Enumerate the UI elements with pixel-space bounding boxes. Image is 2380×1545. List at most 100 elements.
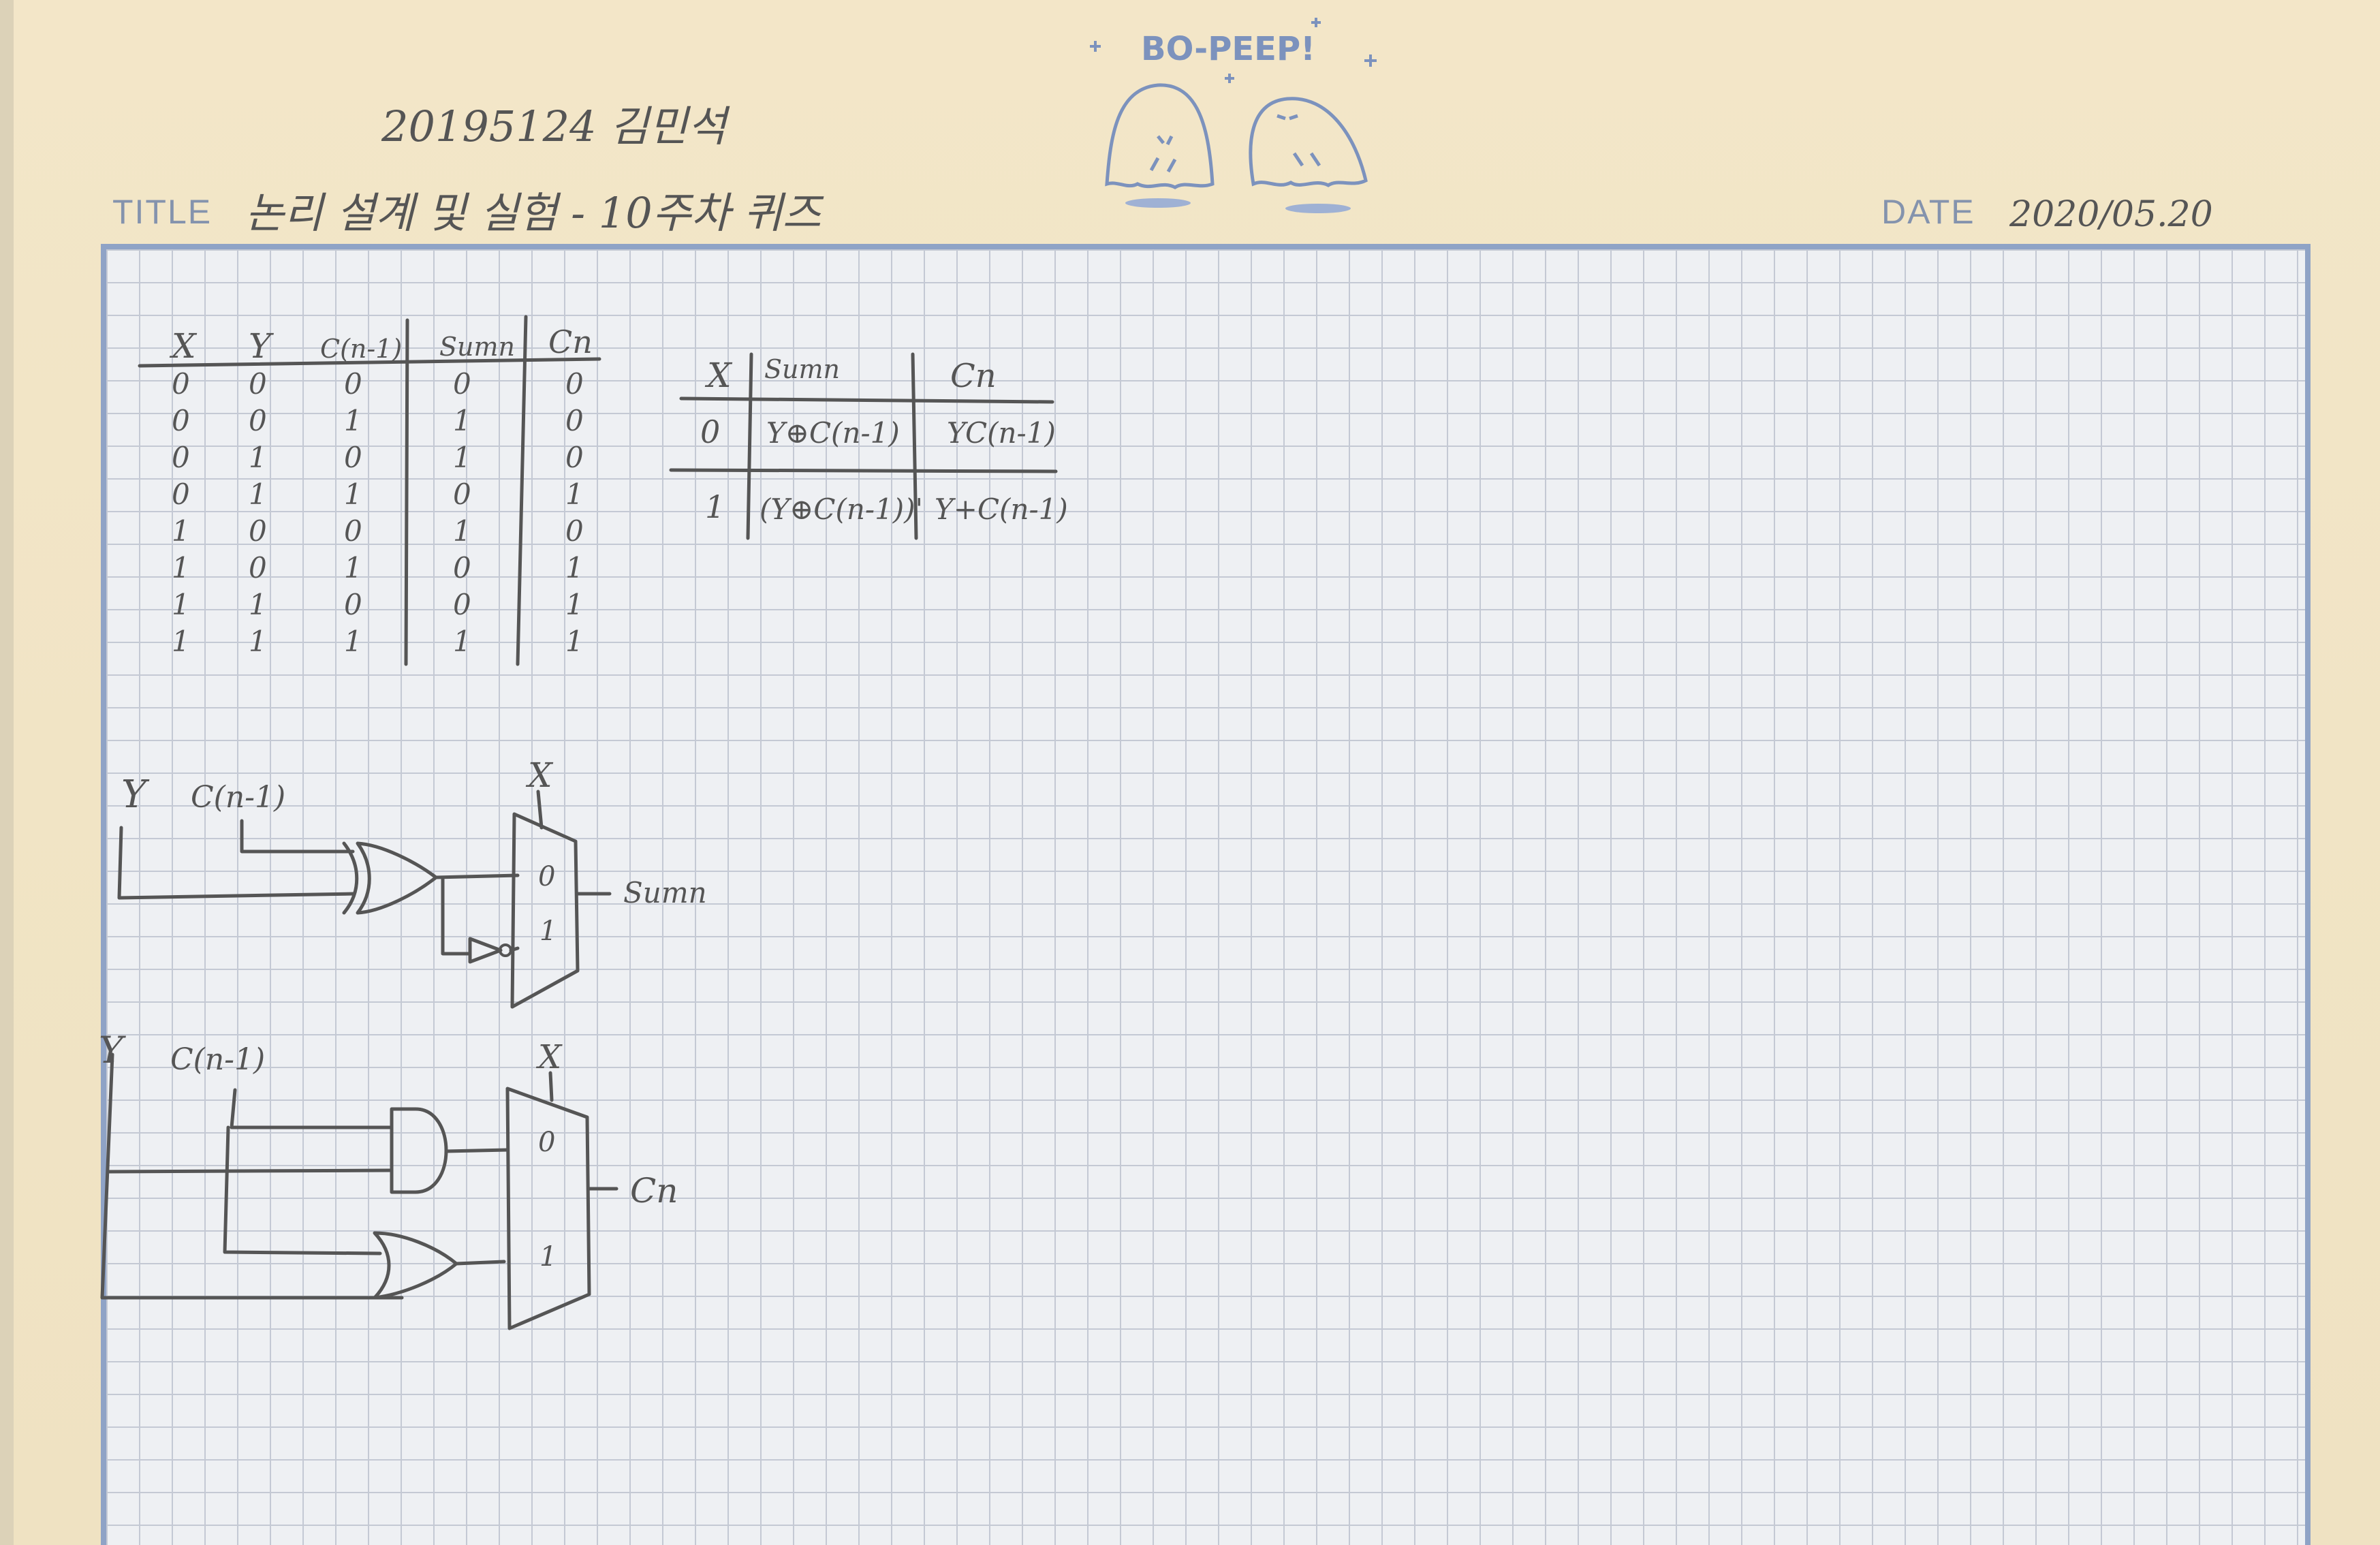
- carry-mux-in0: 0: [538, 1127, 555, 1158]
- truth-cell: 0: [172, 441, 190, 474]
- carry-output: Cn: [630, 1171, 678, 1211]
- truth-cell: 0: [565, 404, 584, 437]
- expr-cell: YC(n-1): [947, 416, 1056, 450]
- sparkle-icon: [1225, 74, 1234, 83]
- truth-table-headers: X Y C(n-1) Sumn Cn: [169, 324, 593, 366]
- truth-cell: 0: [249, 551, 267, 584]
- truth-cell: 1: [249, 441, 267, 474]
- truth-cell: 1: [172, 625, 190, 658]
- truth-cell: 0: [344, 588, 362, 621]
- not-gate: [468, 937, 503, 964]
- truth-header: Y: [249, 326, 274, 366]
- expr-cell: Y⊕C(n-1): [766, 416, 900, 450]
- xor-gate: [356, 841, 438, 915]
- date-label: DATE: [1881, 193, 1975, 231]
- truth-cell: 1: [249, 625, 267, 658]
- truth-cell: 0: [565, 514, 584, 548]
- truth-cell: 0: [344, 514, 362, 548]
- truth-cell: 1: [344, 478, 362, 511]
- truth-cell: 1: [453, 441, 471, 474]
- truth-cell: 0: [249, 367, 267, 401]
- graph-grid: [101, 244, 2311, 1545]
- expr-cell: Y+C(n-1): [935, 493, 1068, 526]
- truth-cell: 1: [249, 588, 267, 621]
- truth-cell: 1: [565, 588, 584, 621]
- sum-mux: [510, 812, 580, 1009]
- brand-text: BO-PEEP!: [1141, 30, 1315, 68]
- carry-mux-in1: 1: [539, 1241, 557, 1273]
- truth-cell: 0: [565, 441, 584, 474]
- truth-cell: 0: [453, 478, 471, 511]
- expression-table: X Sumn Cn 0 Y⊕C(n-1) YC(n-1) 1 (Y⊕C(n-1)…: [669, 352, 1068, 540]
- truth-cell: 1: [565, 551, 584, 584]
- title-value: 논리 설계 및 실험 - 10주차 퀴즈: [245, 188, 821, 238]
- truth-cell: 1: [172, 551, 190, 584]
- truth-cell: 0: [249, 514, 267, 548]
- truth-cell: 0: [344, 441, 362, 474]
- truth-cell: 1: [453, 404, 471, 437]
- ghost-shadow: [1285, 204, 1351, 213]
- truth-cell: 1: [565, 625, 584, 658]
- sum-mux-in0: 0: [538, 861, 555, 892]
- and-gate: [390, 1107, 448, 1194]
- sum-mux-in1: 1: [539, 916, 557, 947]
- expr-rule: [669, 468, 1058, 473]
- ghost-icon: [1105, 83, 1368, 189]
- truth-cell: 0: [172, 404, 190, 437]
- truth-cell: 0: [453, 551, 471, 584]
- sparkle-icon: [1090, 41, 1101, 52]
- truth-cell: 0: [249, 404, 267, 437]
- expr-cell: 0: [700, 413, 720, 450]
- carry-mux: [505, 1087, 591, 1330]
- truth-cell: 1: [453, 514, 471, 548]
- carry-circuit: Y C(n-1) X 0 1 Cn: [99, 1029, 678, 1330]
- expr-header: X: [704, 356, 733, 395]
- ghost-shadow: [1125, 198, 1191, 208]
- truth-divider: [516, 315, 528, 666]
- truth-cell: 1: [453, 625, 471, 658]
- carry-select: X: [535, 1038, 563, 1076]
- expr-header: Cn: [950, 357, 997, 395]
- truth-cell: 1: [344, 551, 362, 584]
- expr-cell: 1: [705, 488, 725, 525]
- sum-input-c: C(n-1): [191, 780, 285, 815]
- carry-input-c: C(n-1): [170, 1042, 265, 1077]
- expr-rule: [679, 396, 1054, 404]
- sum-select: X: [525, 755, 554, 795]
- truth-cell: 0: [172, 478, 190, 511]
- truth-cell: 1: [172, 588, 190, 621]
- or-gate: [373, 1231, 458, 1300]
- truth-cell: 1: [344, 625, 362, 658]
- truth-divider: [404, 318, 409, 666]
- truth-header-rule: [138, 357, 601, 368]
- truth-header: X: [169, 326, 198, 366]
- truth-cell: 0: [453, 367, 471, 401]
- truth-cell: 0: [453, 588, 471, 621]
- truth-header: Cn: [548, 324, 593, 360]
- truth-header: C(n-1): [320, 334, 402, 364]
- sparkle-icon: [1364, 54, 1377, 67]
- expr-header: Sumn: [764, 354, 840, 384]
- truth-header: Sumn: [439, 332, 515, 362]
- expr-cell: (Y⊕C(n-1))': [760, 493, 923, 526]
- truth-cell: 1: [249, 478, 267, 511]
- sum-output: Sumn: [623, 876, 707, 909]
- truth-cell: 0: [172, 367, 190, 401]
- truth-cell: 0: [565, 367, 584, 401]
- expr-divider: [911, 352, 918, 540]
- sum-circuit: Y C(n-1) X 0 1 Sumn: [117, 755, 707, 1009]
- truth-cell: 0: [344, 367, 362, 401]
- student-id-name: 20195124 김민석: [381, 102, 727, 151]
- paper-edge: [0, 0, 14, 1545]
- sum-input-y: Y: [121, 772, 150, 817]
- expr-divider: [746, 352, 753, 540]
- sparkle-icon: [1311, 18, 1321, 27]
- date-value: 2020/05.20: [2009, 194, 2213, 235]
- truth-cell: 1: [565, 478, 584, 511]
- truth-cell: 1: [344, 404, 362, 437]
- truth-cell: 1: [172, 514, 190, 548]
